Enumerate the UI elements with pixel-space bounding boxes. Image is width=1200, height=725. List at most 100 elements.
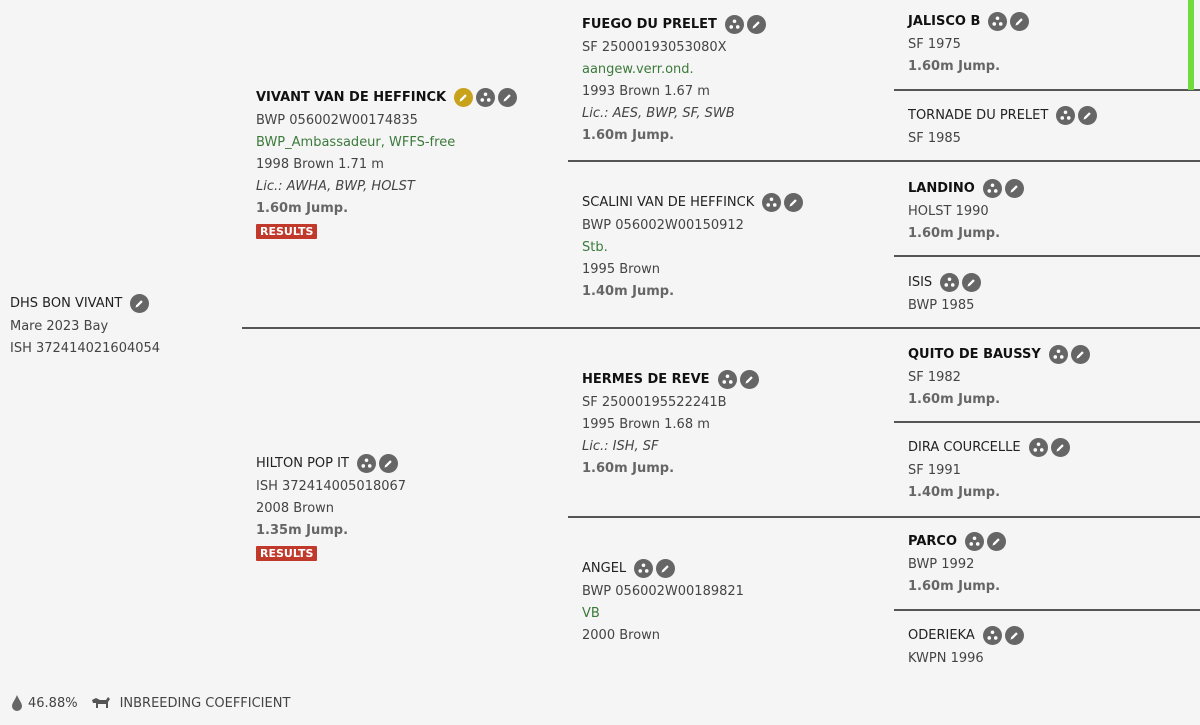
horse-jump: 1.60m Jump.: [908, 226, 1001, 241]
horse-name[interactable]: LANDINO: [908, 180, 975, 196]
pedigree-icon[interactable]: [1028, 437, 1048, 457]
edit-icon[interactable]: [962, 272, 982, 292]
pedigree-icon[interactable]: [1056, 105, 1076, 125]
gen4-horse-4: ISIS BWP 1985: [908, 269, 982, 317]
divider-gen3-1: [894, 89, 1200, 91]
pedigree-icon[interactable]: [982, 625, 1002, 645]
horse-reg: BWP 056002W00150912: [582, 218, 744, 233]
horse-reg: KWPN 1996: [908, 651, 984, 666]
horse-name[interactable]: DIRA COURCELLE: [908, 439, 1021, 455]
edit-icon[interactable]: [739, 369, 759, 389]
edit-icon[interactable]: [1010, 11, 1030, 31]
horse-predicate: Stb.: [582, 240, 608, 255]
sire-results-button[interactable]: RESULTS: [256, 224, 318, 239]
dam-results-button[interactable]: RESULTS: [256, 546, 318, 561]
sire-node: VIVANT VAN DE HEFFINCK BWP 056002W001748…: [256, 84, 518, 239]
dam-birth: 2008 Brown: [256, 501, 335, 516]
divider-gen3-4: [894, 609, 1200, 611]
gold-edit-icon[interactable]: [454, 87, 474, 107]
horse-name[interactable]: PARCO: [908, 533, 957, 549]
horse-birth: 1995 Brown: [582, 262, 661, 277]
edit-icon[interactable]: [1004, 178, 1024, 198]
pedigree-icon[interactable]: [1048, 344, 1068, 364]
subject-name: DHS BON VIVANT: [10, 295, 123, 311]
divider-gen3-3: [894, 421, 1200, 423]
accent-indicator: [1188, 0, 1194, 90]
sire-predicate: BWP_Ambassadeur, WFFS-free: [256, 135, 456, 150]
horse-name[interactable]: ISIS: [908, 274, 933, 290]
sire-name[interactable]: VIVANT VAN DE HEFFINCK: [256, 89, 447, 105]
gen3-dam-dam: ANGEL BWP 056002W00189821 VB 2000 Brown: [582, 555, 744, 647]
pedigree-icon[interactable]: [982, 178, 1002, 198]
gen3-sire-dam: SCALINI VAN DE HEFFINCK BWP 056002W00150…: [582, 189, 804, 303]
pedigree-icon[interactable]: [476, 87, 496, 107]
edit-icon[interactable]: [987, 531, 1006, 551]
horse-name[interactable]: JALISCO B: [908, 13, 981, 29]
horse-licence: Lic.: AES, BWP, SF, SWB: [582, 106, 735, 121]
pedigree-icon[interactable]: [634, 558, 654, 578]
horse-name[interactable]: SCALINI VAN DE HEFFINCK: [582, 194, 755, 210]
horse-birth: 1993 Brown 1.67 m: [582, 84, 710, 99]
edit-icon[interactable]: [1078, 105, 1098, 125]
edit-icon[interactable]: [1050, 437, 1070, 457]
pedigree-icon[interactable]: [762, 192, 782, 212]
inbreeding-label: INBREEDING COEFFICIENT: [119, 695, 291, 711]
sire-reg: BWP 056002W00174835: [256, 113, 418, 128]
horse-birth: 1995 Brown 1.68 m: [582, 417, 710, 432]
horse-jump: 1.40m Jump.: [582, 284, 675, 299]
edit-icon[interactable]: [498, 87, 518, 107]
sire-jump: 1.60m Jump.: [256, 201, 349, 216]
edit-icon[interactable]: [746, 14, 766, 34]
horse-reg: BWP 1992: [908, 557, 975, 572]
subject-reg: ISH 372414021604054: [10, 341, 161, 356]
horse-reg: HOLST 1990: [908, 204, 989, 219]
horse-reg: SF 25000193053080X: [582, 40, 727, 55]
edit-icon[interactable]: [656, 558, 676, 578]
horse-reg: SF 25000195522241B: [582, 395, 727, 410]
inbreeding-footer: 46.88% INBREEDING COEFFICIENT: [10, 694, 290, 712]
edit-icon[interactable]: [784, 192, 804, 212]
dam-jump: 1.35m Jump.: [256, 523, 349, 538]
horse-jump: 1.60m Jump.: [582, 128, 675, 143]
edit-icon[interactable]: [1070, 344, 1090, 364]
edit-icon[interactable]: [130, 293, 150, 313]
horse-reg: SF 1991: [908, 463, 961, 478]
pedigree-icon[interactable]: [717, 369, 737, 389]
pedigree-icon[interactable]: [965, 531, 984, 551]
gen4-horse-1: JALISCO B SF 1975 1.60m Jump.: [908, 8, 1030, 78]
gen3-sire-sire: FUEGO DU PRELET SF 25000193053080X aange…: [582, 11, 766, 147]
pedigree-icon[interactable]: [356, 453, 376, 473]
horse-jump: 1.60m Jump.: [908, 579, 1001, 594]
horse-name[interactable]: ODERIEKA: [908, 627, 975, 643]
gen3-dam-sire: HERMES DE REVE SF 25000195522241B 1995 B…: [582, 366, 759, 480]
dam-name[interactable]: HILTON POP IT: [256, 455, 349, 471]
edit-icon[interactable]: [1004, 625, 1024, 645]
horse-reg: BWP 1985: [908, 298, 975, 313]
dam-node: HILTON POP IT ISH 372414005018067 2008 B…: [256, 450, 406, 561]
drop-icon: [12, 695, 22, 711]
horse-reg: BWP 056002W00189821: [582, 584, 744, 599]
pedigree-icon[interactable]: [724, 14, 744, 34]
divider-gen3-2: [894, 255, 1200, 257]
horse-jump: 1.60m Jump.: [908, 392, 1001, 407]
horse-reg: SF 1982: [908, 370, 961, 385]
horse-name[interactable]: FUEGO DU PRELET: [582, 16, 717, 32]
horse-jump: 1.40m Jump.: [908, 485, 1001, 500]
horse-birth: 2000 Brown: [582, 628, 661, 643]
horse-name[interactable]: ANGEL: [582, 560, 627, 576]
horse-predicate: aangew.verr.ond.: [582, 62, 694, 77]
horse-name[interactable]: QUITO DE BAUSSY: [908, 346, 1041, 362]
divider-gen2-bottom: [568, 516, 1200, 518]
edit-icon[interactable]: [378, 453, 398, 473]
horse-predicate: VB: [582, 606, 600, 621]
subject-info: Mare 2023 Bay: [10, 319, 109, 334]
gen4-horse-7: PARCO BWP 1992 1.60m Jump.: [908, 528, 1006, 598]
horse-name[interactable]: HERMES DE REVE: [582, 371, 710, 387]
gen4-horse-8: ODERIEKA KWPN 1996: [908, 622, 1024, 670]
pedigree-icon[interactable]: [988, 11, 1008, 31]
horse-name[interactable]: TORNADE DU PRELET: [908, 107, 1049, 123]
gen4-horse-5: QUITO DE BAUSSY SF 1982 1.60m Jump.: [908, 341, 1090, 411]
divider-gen1: [242, 327, 1200, 329]
pedigree-icon[interactable]: [940, 272, 960, 292]
horse-jump: 1.60m Jump.: [908, 59, 1001, 74]
